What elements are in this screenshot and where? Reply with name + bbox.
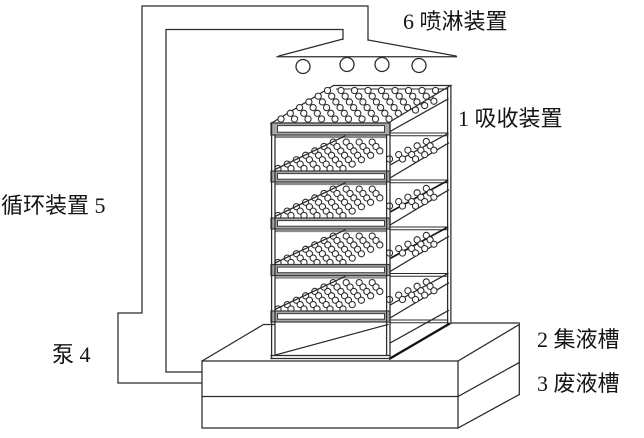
- side-rails: [390, 132, 449, 324]
- tower-right-face: [385, 84, 452, 361]
- plate-slant-edge: [274, 229, 346, 264]
- plate-holes: [274, 185, 384, 220]
- plate-holes: [274, 278, 384, 313]
- labels: 6 喷淋装置 1 吸收装置 循环装置 5 泵 4 2 集液槽 3 废液槽: [1, 9, 620, 396]
- nozzle-icon: [374, 56, 390, 73]
- tower-base-edge: [388, 322, 451, 361]
- bottom-plate-edge: [274, 323, 389, 356]
- tank-base: [201, 322, 521, 429]
- nozzle-icon: [339, 56, 355, 73]
- top-plate-holes: [277, 86, 440, 123]
- circulation-pipe: [117, 5, 369, 384]
- top-plate: [269, 84, 453, 124]
- absorption-tower-front: [270, 122, 391, 360]
- hood-left-slant: [278, 38, 344, 57]
- plate-slant-edge: [274, 182, 346, 218]
- spray-device: [276, 38, 458, 75]
- plate-holes: [274, 232, 384, 267]
- label-spray-device: 6 喷淋装置: [403, 9, 508, 34]
- label-waste-tank: 3 废液槽: [537, 371, 620, 396]
- nozzle-icon: [295, 58, 311, 75]
- label-absorption-device: 1 吸收装置: [458, 106, 563, 131]
- label-circulation-device: 循环装置 5: [1, 193, 106, 218]
- plate-slant-edge: [274, 275, 346, 311]
- nozzle-icon: [411, 57, 427, 74]
- side-plate-holes: [385, 88, 438, 304]
- plate-slant-edge: [274, 135, 346, 171]
- tank-front-face: [201, 360, 459, 429]
- label-collecting-tank: 2 集液槽: [537, 327, 620, 352]
- label-pump: 泵 4: [52, 342, 91, 367]
- hood-right-slant: [367, 39, 457, 57]
